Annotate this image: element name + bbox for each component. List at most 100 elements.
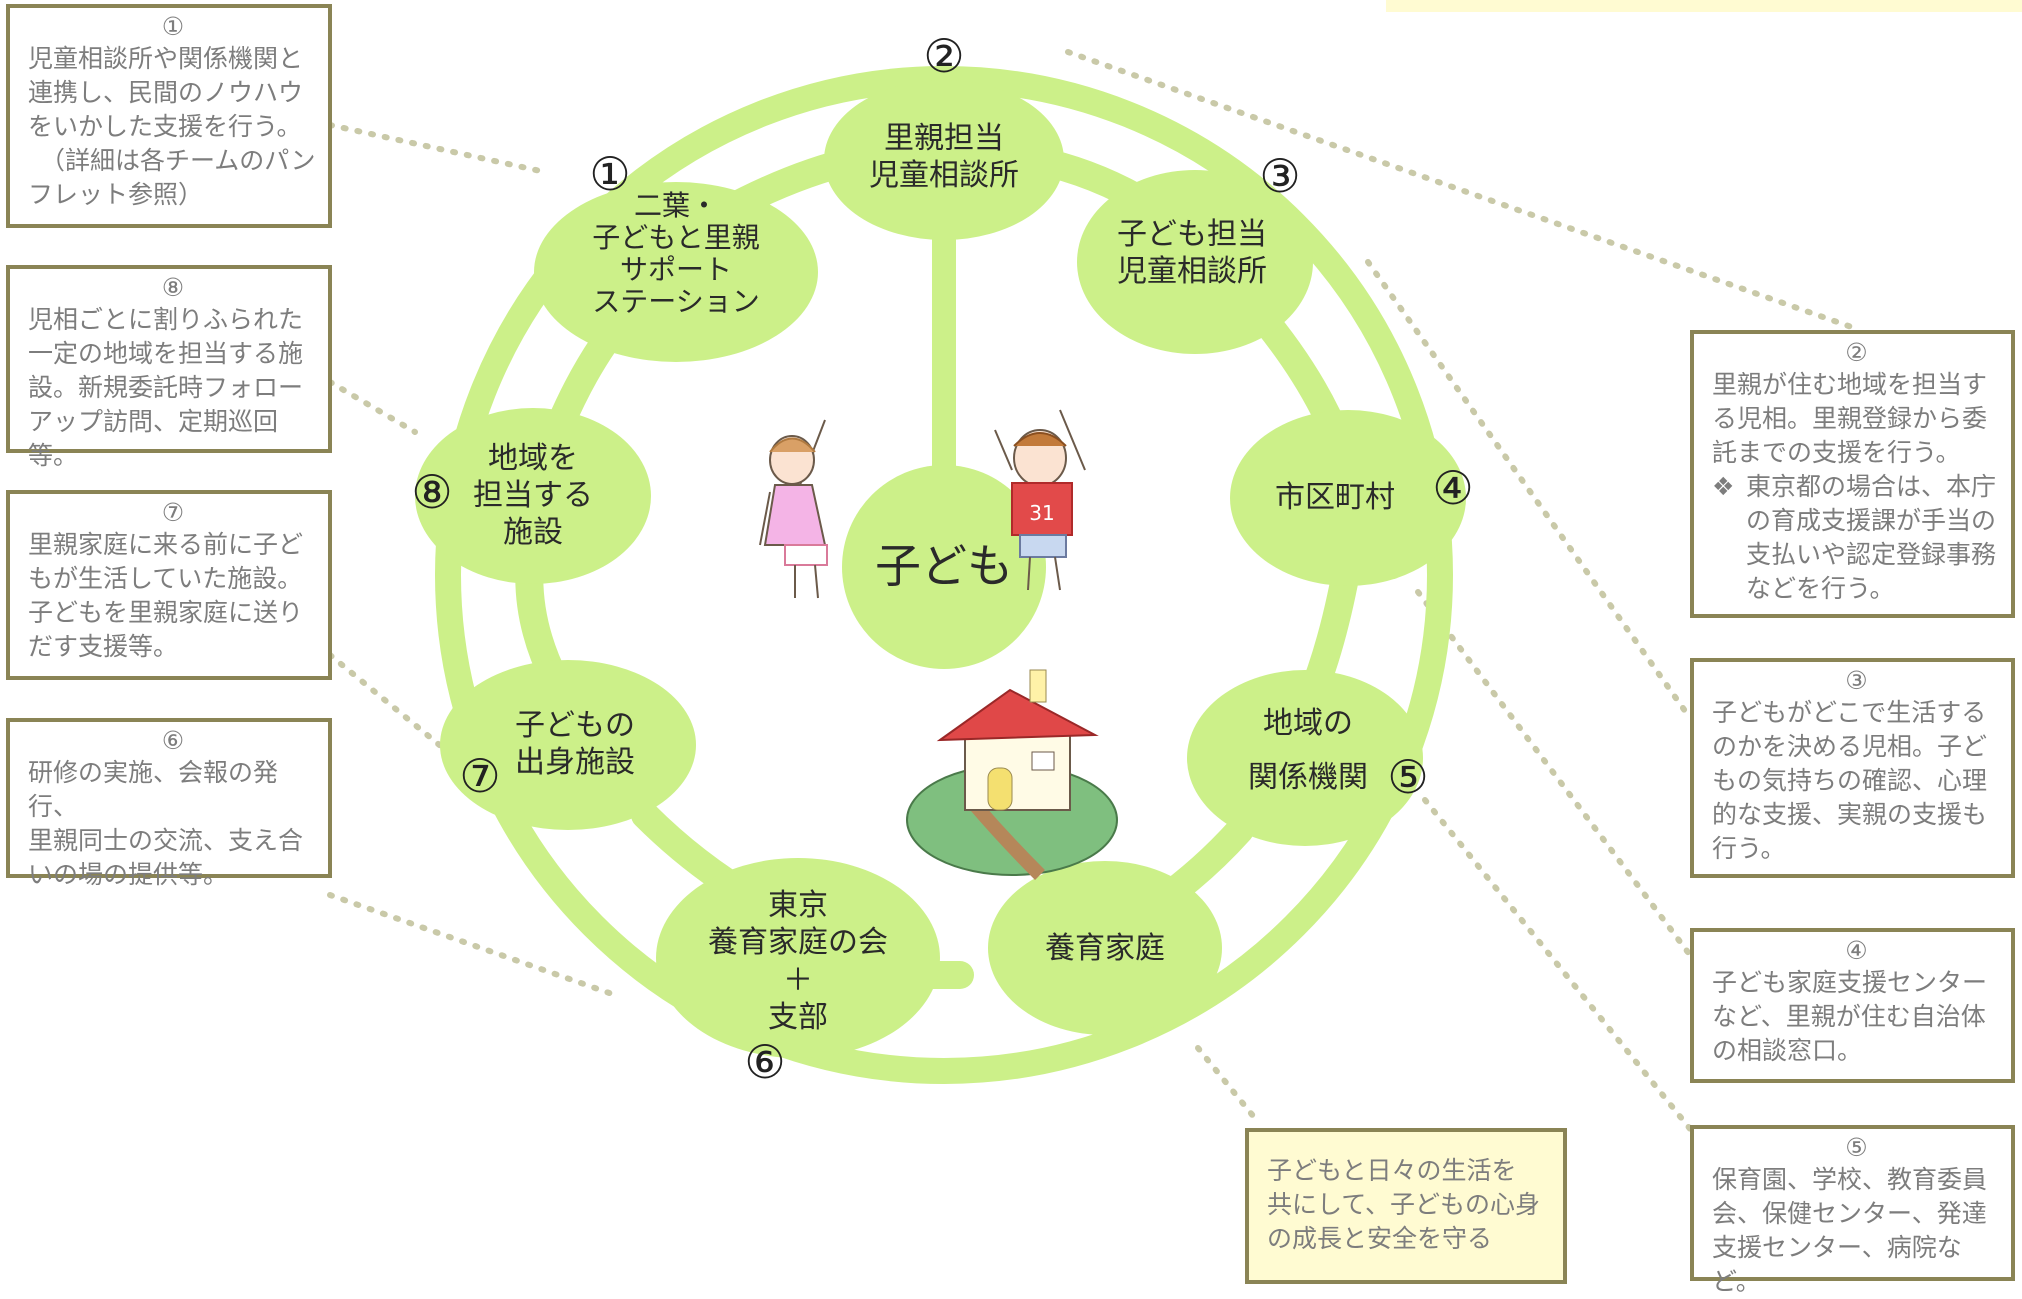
description-box-1: ① 児童相談所や関係機関と 連携し、民間のノウハウ をいかした支援を行う。 （詳… — [6, 4, 332, 228]
description-box-7: ⑦ 里親家庭に来る前に子ど もが生活していた施設。 子どもを里親家庭に送り だす… — [6, 490, 332, 680]
description-box-3-line: もの気持ちの確認、心理 — [1712, 766, 1988, 795]
node-8-number: ⑧ — [411, 465, 452, 519]
description-box-2-note-line: 東京都の場合は、本庁 — [1746, 472, 1997, 501]
node-6-number: ⑥ — [744, 1035, 785, 1089]
node-foster-label: 養育家庭 — [1045, 932, 1165, 965]
node-6-label: 東京養育家庭の会＋支部 — [708, 889, 888, 1034]
description-box-6-line: いの場の提供等。 — [28, 860, 229, 889]
description-box-2-note: ❖ 東京都の場合は、本庁 の育成支援課が手当の 支払いや認定登録事務 などを行う… — [1712, 470, 2001, 606]
description-box-foster-line: 共にして、子どもの心身 — [1267, 1190, 1541, 1219]
node-1-label: 二葉・子どもと里親サポートステーション — [592, 190, 759, 317]
node-8-label: 地域を担当する施設 — [473, 442, 593, 549]
diamond-bullet-icon: ❖ — [1712, 472, 1735, 501]
node-ellipse-5 — [1187, 670, 1423, 846]
description-box-5-line: 支援センター、病院など。 — [1712, 1233, 1962, 1296]
node-5-label: 地域の関係機関 — [1248, 707, 1368, 794]
description-box-4: ④ 子ども家庭支援センター など、里親が住む自治体 の相談窓口。 — [1690, 928, 2015, 1083]
description-box-5: ⑤ 保育園、学校、教育委員 会、保健センター、発達 支援センター、病院など。 — [1690, 1125, 2015, 1296]
node-3-number: ③ — [1259, 149, 1300, 203]
leader-line-7 — [327, 652, 451, 755]
node-ellipse-3 — [1077, 170, 1313, 354]
description-box-8: ⑧ 児相ごとに割りふられた 一定の地域を担当する施 設。新規委託時フォロー アッ… — [6, 265, 332, 470]
house-illustration — [906, 669, 1118, 880]
description-box-2-line: る児相。里親登録から委 — [1712, 404, 1988, 433]
description-box-4-number: ④ — [1845, 936, 1868, 965]
leader-line-8 — [327, 379, 418, 435]
leader-line-2 — [1065, 49, 1863, 333]
description-box-6-line: 研修の実施、会報の発行、 — [28, 758, 279, 821]
description-box-3-line: 行う。 — [1712, 834, 1786, 863]
description-box-8-line: 設。新規委託時フォロー — [28, 373, 304, 402]
description-box-7-line: 里親家庭に来る前に子ど — [28, 530, 304, 559]
leader-line-foster — [1195, 1045, 1261, 1125]
description-box-3-line: 子どもがどこで生活する — [1712, 698, 1987, 727]
node-2-label: 里親担当児童相談所 — [869, 122, 1019, 192]
node-4-label: 市区町村 — [1275, 481, 1395, 514]
node-ellipse-6 — [656, 858, 940, 1058]
description-box-2-number: ② — [1845, 338, 1868, 367]
description-box-2-note-line: などを行う。 — [1746, 574, 1895, 603]
leader-line-4 — [1415, 589, 1693, 958]
node-ellipse-foster — [988, 861, 1222, 1035]
description-box-1-number: ① — [161, 12, 185, 41]
svg-text:31: 31 — [1029, 501, 1054, 525]
description-box-3-line: のかを決める児相。子ど — [1712, 732, 1988, 761]
description-box-5-line: 保育園、学校、教育委員 — [1712, 1165, 1988, 1194]
node-5-number: ⑤ — [1387, 750, 1428, 804]
description-box-2-note-line: の育成支援課が手当の — [1746, 506, 1997, 535]
description-box-8-line: アップ訪問、定期巡回等。 — [28, 407, 279, 470]
description-box-4-line: 子ども家庭支援センター — [1712, 968, 1988, 997]
leader-line-6 — [327, 892, 618, 998]
node-ellipse-1 — [534, 182, 818, 362]
description-box-foster-line: の成長と安全を守る — [1267, 1224, 1493, 1253]
description-box-3: ③ 子どもがどこで生活する のかを決める児相。子ど もの気持ちの確認、心理 的な… — [1690, 658, 2015, 878]
boy-illustration: 31 — [994, 409, 1086, 591]
node-7-label: 子どもの出身施設 — [515, 709, 635, 779]
description-box-7-line: もが生活していた施設。 — [28, 564, 303, 593]
description-box-1-line: 児童相談所や関係機関と — [28, 44, 304, 73]
description-box-7-number: ⑦ — [161, 498, 185, 527]
node-ellipse-2 — [824, 80, 1064, 240]
description-box-7-line: だす支援等。 — [28, 632, 179, 661]
node-ellipse-7 — [440, 660, 696, 830]
description-box-3-number: ③ — [1845, 666, 1868, 695]
description-box-7-line: 子どもを里親家庭に送り — [28, 598, 304, 627]
center-circle — [842, 465, 1046, 669]
description-box-8-line: 一定の地域を担当する施 — [28, 339, 304, 368]
center-label: 子ども — [875, 540, 1013, 592]
description-box-2-note-line: 支払いや認定登録事務 — [1746, 540, 1997, 569]
node-ellipse-8 — [415, 408, 651, 584]
description-box-2: ② 里親が住む地域を担当す る児相。里親登録から委 託までの支援を行う。 ❖ 東… — [1690, 330, 2015, 618]
leader-line-3 — [1365, 259, 1693, 721]
description-box-3-line: 的な支援、実親の支援も — [1712, 800, 1988, 829]
description-box-foster: 子どもと日々の生活を 共にして、子どもの心身 の成長と安全を守る — [1245, 1128, 1567, 1284]
node-4-number: ④ — [1432, 461, 1473, 515]
description-box-5-line: 会、保健センター、発達 — [1712, 1199, 1987, 1228]
description-box-5-number: ⑤ — [1845, 1133, 1868, 1162]
network-ring — [435, 66, 1453, 1084]
leader-line-1 — [327, 122, 548, 175]
description-box-1-line: フレット参照） — [28, 180, 204, 209]
description-box-foster-line: 子どもと日々の生活を — [1267, 1156, 1517, 1185]
description-box-2-line: 里親が住む地域を担当す — [1712, 370, 1988, 399]
description-box-4-line: の相談窓口。 — [1712, 1036, 1863, 1065]
node-3-label: 子ども担当児童相談所 — [1117, 218, 1267, 288]
girl-illustration — [759, 419, 828, 599]
description-box-6-line: 里親同士の交流、支え合 — [28, 826, 304, 855]
description-box-1-line: をいかした支援を行う。 — [28, 112, 302, 141]
description-box-6: ⑥ 研修の実施、会報の発行、 里親同士の交流、支え合 いの場の提供等。 — [6, 718, 332, 889]
node-2-number: ② — [923, 29, 964, 83]
node-ellipse-4 — [1230, 410, 1466, 586]
description-box-2-line: 託までの支援を行う。 — [1712, 438, 1961, 467]
description-box-1-line: （詳細は各チームのパン — [40, 146, 316, 175]
description-box-4-line: など、里親が住む自治体 — [1712, 1002, 1986, 1031]
top-highlight-strip — [1386, 0, 2022, 12]
description-box-8-number: ⑧ — [161, 273, 185, 302]
node-1-number: ① — [589, 147, 630, 201]
description-box-1-line: 連携し、民間のノウハウ — [28, 78, 304, 107]
leader-line-5 — [1422, 797, 1698, 1138]
node-7-number: ⑦ — [459, 749, 500, 803]
leader-lines — [327, 49, 1863, 1138]
description-box-8-line: 児相ごとに割りふられた — [28, 305, 304, 334]
